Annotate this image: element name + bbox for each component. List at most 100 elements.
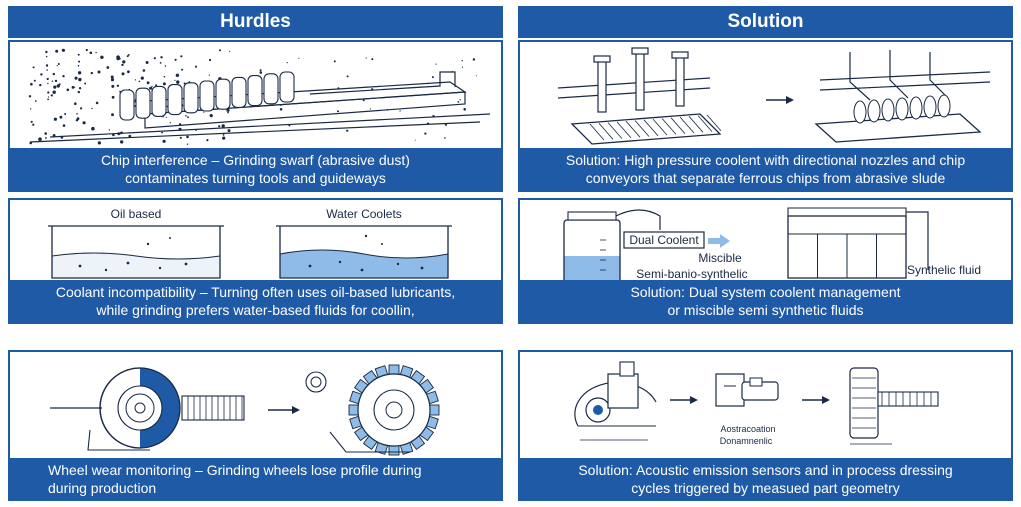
swarf-particle: [77, 53, 80, 56]
conveyor-roller: [909, 96, 923, 120]
swarf-particle: [44, 132, 47, 135]
swarf-particle: [28, 95, 32, 98]
swarf-particle: [159, 62, 162, 64]
swarf-particle: [62, 75, 65, 78]
caption-line: during production: [48, 479, 157, 496]
bellows-fold: [231, 76, 247, 108]
swarf-particle: [203, 111, 205, 113]
swarf-particle: [414, 139, 416, 141]
swarf-particle: [61, 48, 65, 52]
miscible-label: Miscible: [698, 251, 742, 265]
swarf-particle: [208, 58, 212, 62]
swarf-particle: [30, 108, 32, 110]
tray-slot: [643, 119, 659, 137]
swarf-particle: [39, 83, 42, 87]
swarf-particle: [33, 79, 36, 82]
conveyor-roller: [881, 98, 895, 122]
hurdle-wheel-panel: Wheel wear monitoring – Grinding wheels …: [8, 350, 503, 501]
swarf-particle: [174, 58, 177, 61]
swarf-particle: [38, 137, 42, 141]
swarf-particle: [78, 77, 82, 82]
swarf-particle: [111, 84, 115, 88]
swarf-particle: [34, 100, 37, 102]
swarf-particle: [51, 80, 54, 82]
swarf-particle: [116, 84, 120, 87]
swarf-particle: [185, 115, 187, 117]
swarf-particle: [221, 124, 225, 128]
swarf-particle: [162, 139, 166, 143]
dual-coolant-label: Dual Coolent: [629, 233, 699, 247]
acoustic-sensor-illustration: Aostracoation Donamnenlic: [574, 361, 939, 446]
swarf-particle: [165, 116, 167, 118]
swarf-particle: [149, 86, 153, 90]
swarf-particle: [195, 65, 197, 68]
swarf-particle: [461, 66, 464, 68]
bellows-fold: [279, 71, 295, 103]
tray-slot: [679, 116, 695, 134]
swarf-particle: [95, 51, 97, 54]
swarf-particle: [298, 57, 300, 59]
swarf-particle: [116, 55, 120, 59]
swarf-particle: [52, 90, 56, 94]
swarf-particle: [369, 108, 371, 110]
swarf-particle: [40, 73, 43, 76]
solution-sensor-panel: Aostracoation Donamnenlic Solution: Acou…: [518, 350, 1013, 501]
arrow-right-icon: [670, 396, 698, 404]
bellows-fold: [263, 73, 279, 105]
swarf-particle: [444, 137, 446, 139]
swarf-particle: [181, 68, 184, 71]
swarf-particle: [155, 84, 158, 87]
swarf-particle: [174, 79, 176, 81]
bellows-fold: [183, 82, 199, 114]
coolant-tanks-illustration: Oil based Water Coolets: [48, 207, 452, 279]
swarf-particle: [186, 135, 189, 139]
swarf-particle: [62, 124, 66, 127]
tray-slot: [616, 121, 632, 139]
swarf-particle: [89, 51, 93, 55]
swarf-particle: [180, 55, 183, 58]
swarf-particle: [56, 84, 60, 88]
caption-line: contaminates turning tools and guideways: [125, 170, 386, 186]
swarf-particle: [121, 72, 125, 76]
bellows-fold: [151, 85, 167, 117]
solution-column: Solution: [518, 6, 1013, 501]
swarf-particle: [32, 66, 35, 69]
chip-conveyor-icon: [814, 50, 991, 143]
tray-slot: [634, 120, 650, 137]
oil-tank-icon: [48, 225, 224, 279]
hurdle-chip-caption: Chip interference – Grinding swarf (abra…: [10, 148, 501, 190]
synthetic-fluid-label: Synthelic fluid: [907, 263, 981, 277]
swarf-particle: [229, 50, 231, 52]
swarf-particle: [259, 71, 263, 74]
tray-slot: [607, 122, 623, 139]
water-tank-icon: [276, 225, 452, 279]
swarf-particle: [78, 60, 81, 63]
caption-line: while grinding prefers water-based fluid…: [96, 302, 415, 318]
dresser-icon: [715, 373, 779, 407]
caption-line: cycles triggered by measued part geometr…: [631, 479, 900, 496]
swarf-particle: [175, 73, 180, 77]
swarf-particle: [77, 71, 82, 75]
swarf-particle: [46, 77, 49, 81]
tray-slot: [697, 115, 713, 132]
hurdles-column: Hurdles Chip interference – Grinding swa…: [8, 6, 503, 501]
swarf-particle: [58, 83, 61, 86]
bellows-fold: [247, 75, 263, 107]
swarf-particle: [346, 75, 349, 78]
swarf-particle: [472, 58, 476, 61]
hurdle-coolant-panel: Oil based Water Coolets Coolant incompat…: [8, 198, 503, 324]
caption-line: Wheel wear monitoring – Grinding wheels …: [48, 461, 422, 478]
bellows-fold: [199, 80, 215, 112]
swarf-particle: [459, 99, 461, 101]
measuring-probe-icon: [849, 367, 939, 445]
solution-nozzle-caption: Solution: High pressure coolent with dir…: [520, 148, 1011, 190]
swarf-particle: [47, 96, 50, 98]
tray-slot: [589, 123, 605, 141]
grinding-wheel-icon: [50, 367, 245, 451]
solution-coolant-caption: Solution: Dual system coolent management…: [520, 280, 1011, 322]
caption-line: conveyors that separate ferrous chips fr…: [585, 170, 946, 186]
swarf-particle: [337, 110, 339, 113]
hurdle-chip-panel: Chip interference – Grinding swarf (abra…: [8, 40, 503, 192]
hurdles-header: Hurdles: [8, 6, 503, 38]
conveyor-roller: [937, 94, 951, 118]
